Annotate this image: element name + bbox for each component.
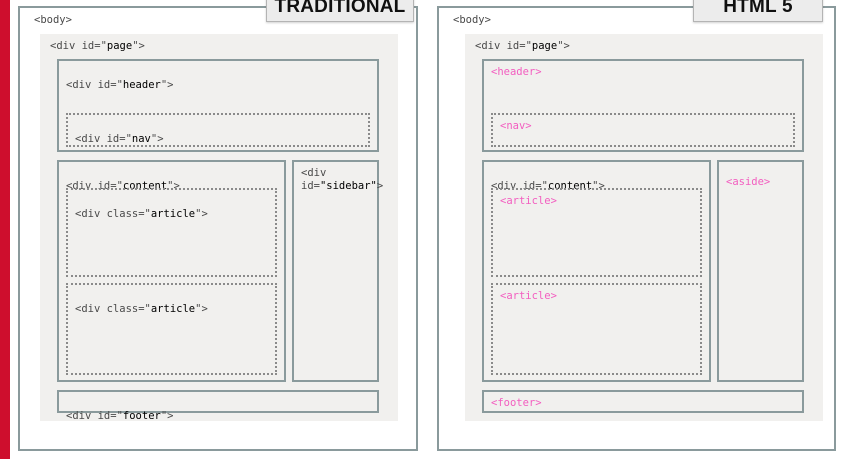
article-2-tag-label: <div class="article">	[75, 303, 208, 315]
region-header-traditional: <div id="header"> <div id="nav">	[57, 59, 379, 152]
page-container-html5: <div id="page"> <header> <nav> <div id="…	[465, 34, 823, 421]
article-1-tag-label: <div class="article">	[75, 208, 208, 220]
panel-traditional: <body> <div id="page"> <div id="header">…	[18, 6, 418, 451]
article-2-tag-label-html5: <article>	[500, 290, 557, 302]
header-tag-label-html5: <header>	[491, 66, 542, 78]
badge-html5: HTML 5	[693, 0, 823, 22]
region-content-traditional: <div id="content"> <div class="article">…	[57, 160, 286, 382]
badge-traditional: TRADITIONAL	[266, 0, 414, 22]
footer-tag-label-html5: <footer>	[491, 397, 542, 409]
body-tag-label-traditional: <body>	[34, 14, 72, 26]
header-tag-label: <div id="header">	[66, 79, 174, 91]
page-tag-label-traditional: <div id="page">	[50, 40, 145, 52]
region-content-html5: <div id="content"> <article> <article>	[482, 160, 711, 382]
region-sidebar-traditional: <div id="sidebar">	[292, 160, 384, 382]
region-article-1-traditional: <div class="article">	[66, 188, 277, 277]
page-attr-value: page	[106, 40, 133, 52]
region-nav-traditional: <div id="nav">	[66, 113, 370, 147]
region-header-html5: <header> <nav>	[482, 59, 804, 152]
body-tag-label-html5: <body>	[453, 14, 491, 26]
region-nav-html5: <nav>	[491, 113, 795, 147]
panel-html5: <body> <div id="page"> <header> <nav> <d…	[437, 6, 836, 451]
region-footer-html5: <footer>	[482, 390, 804, 413]
nav-tag-label: <div id="nav">	[75, 133, 164, 145]
page-container-traditional: <div id="page"> <div id="header"> <div i…	[40, 34, 398, 422]
footer-tag-label: <div id="footer">	[66, 410, 174, 422]
article-1-tag-label-html5: <article>	[500, 195, 557, 207]
aside-tag-label-html5: <aside>	[726, 176, 771, 188]
nav-tag-label-html5: <nav>	[500, 120, 532, 132]
region-article-2-traditional: <div class="article">	[66, 283, 277, 375]
page-tag-label-html5: <div id="page">	[475, 40, 570, 52]
sidebar-tag-label: <div id="sidebar">	[301, 167, 384, 192]
region-article-1-html5: <article>	[491, 188, 702, 277]
red-accent-bar	[0, 0, 10, 459]
region-aside-html5: <aside>	[717, 160, 804, 382]
region-article-2-html5: <article>	[491, 283, 702, 375]
region-footer-traditional: <div id="footer">	[57, 390, 379, 422]
